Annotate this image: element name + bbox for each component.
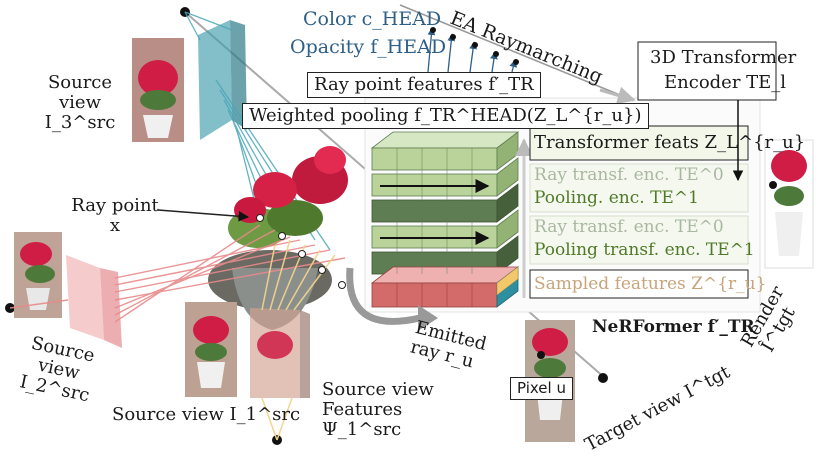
te-group-1-box bbox=[529, 163, 749, 213]
ray-sample-points bbox=[256, 214, 346, 289]
source-view-3-label: Source view I_3^src bbox=[44, 72, 116, 133]
source-view-features-label: Source view Features Ψ_1^src bbox=[322, 379, 434, 440]
color-head-label: Color c_HEAD bbox=[303, 8, 442, 30]
render-arrow bbox=[599, 86, 636, 105]
flower-scene bbox=[208, 146, 348, 330]
emitted-ray-curve-head bbox=[418, 305, 438, 331]
transformer-3d-line2: Encoder TE_l bbox=[664, 72, 787, 93]
ray-transf-enc-1-label: Ray transf. enc. TE^0 bbox=[534, 165, 724, 185]
sampled-features-label: Sampled features Z^{r_u} bbox=[534, 274, 767, 294]
render-image bbox=[764, 139, 814, 269]
sampled-features-box bbox=[529, 269, 749, 299]
feature-block-stack bbox=[370, 131, 520, 308]
pixel-u-label: Pixel u bbox=[510, 377, 573, 400]
red-rays bbox=[9, 224, 346, 323]
emitted-ray-curve-arrow bbox=[346, 267, 421, 325]
camera-target-dot bbox=[598, 373, 608, 383]
nerformer-label: NeRFormer f′_TR bbox=[592, 317, 755, 337]
ea-ray-line bbox=[399, 4, 621, 96]
source-view-1-image bbox=[185, 302, 237, 397]
source-view-2-frustum bbox=[66, 255, 122, 348]
source-view-3-image bbox=[132, 38, 184, 142]
pooling-transf-enc-label: Pooling transf. enc. TE^1 bbox=[534, 240, 755, 260]
transformer-3d-box bbox=[637, 41, 777, 101]
source-view-1-label: Source view I_1^src bbox=[112, 404, 301, 425]
weighted-pooling-label: Weighted pooling f_TR^HEAD(Z_L^{r_u}) bbox=[242, 103, 649, 129]
source-view-3-frustum bbox=[198, 20, 247, 140]
opacity-head-label: Opacity f_HEAD bbox=[290, 36, 447, 58]
ray-point-features-label: Ray point features f′_TR bbox=[307, 72, 541, 98]
source-view-1-frustum bbox=[250, 308, 310, 398]
te-group-2-box bbox=[529, 215, 749, 265]
source-view-2-image bbox=[14, 232, 62, 318]
ea-ray-points bbox=[430, 27, 519, 65]
ray-point-arrow bbox=[157, 209, 250, 222]
transformer-3d-line1: 3D Transformer bbox=[650, 47, 797, 68]
ray-transf-enc-2-label: Ray transf. enc. TE^0 bbox=[534, 217, 724, 237]
transformer-feats-label: Transformer feats Z_L^{r_u} bbox=[534, 132, 806, 153]
pooling-enc-label: Pooling. enc. TE^1 bbox=[534, 188, 699, 208]
ray-point-label: Ray point x bbox=[71, 195, 159, 236]
